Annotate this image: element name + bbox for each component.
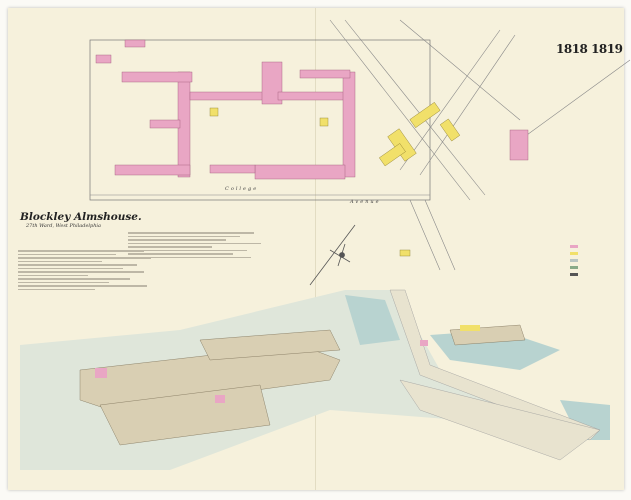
property-boundary bbox=[89, 39, 431, 201]
color-legend bbox=[570, 245, 578, 276]
brick-buildings bbox=[95, 39, 529, 180]
frame-buildings bbox=[209, 102, 461, 257]
year-label: 1818 1819 bbox=[556, 42, 623, 56]
diagonal-streets bbox=[90, 19, 631, 271]
aerial-view bbox=[20, 289, 610, 470]
page-fold bbox=[315, 8, 316, 490]
map-subtitle: 27th Ward, West Philadelphia bbox=[26, 223, 102, 229]
compass-rose bbox=[309, 224, 356, 286]
index-text-block bbox=[18, 248, 158, 338]
street-label-college: College bbox=[225, 186, 259, 192]
index-text-block-2 bbox=[128, 230, 268, 320]
street-label-avenue: Avenue bbox=[350, 199, 381, 205]
map-title: Blockley Almshouse. bbox=[20, 211, 142, 223]
